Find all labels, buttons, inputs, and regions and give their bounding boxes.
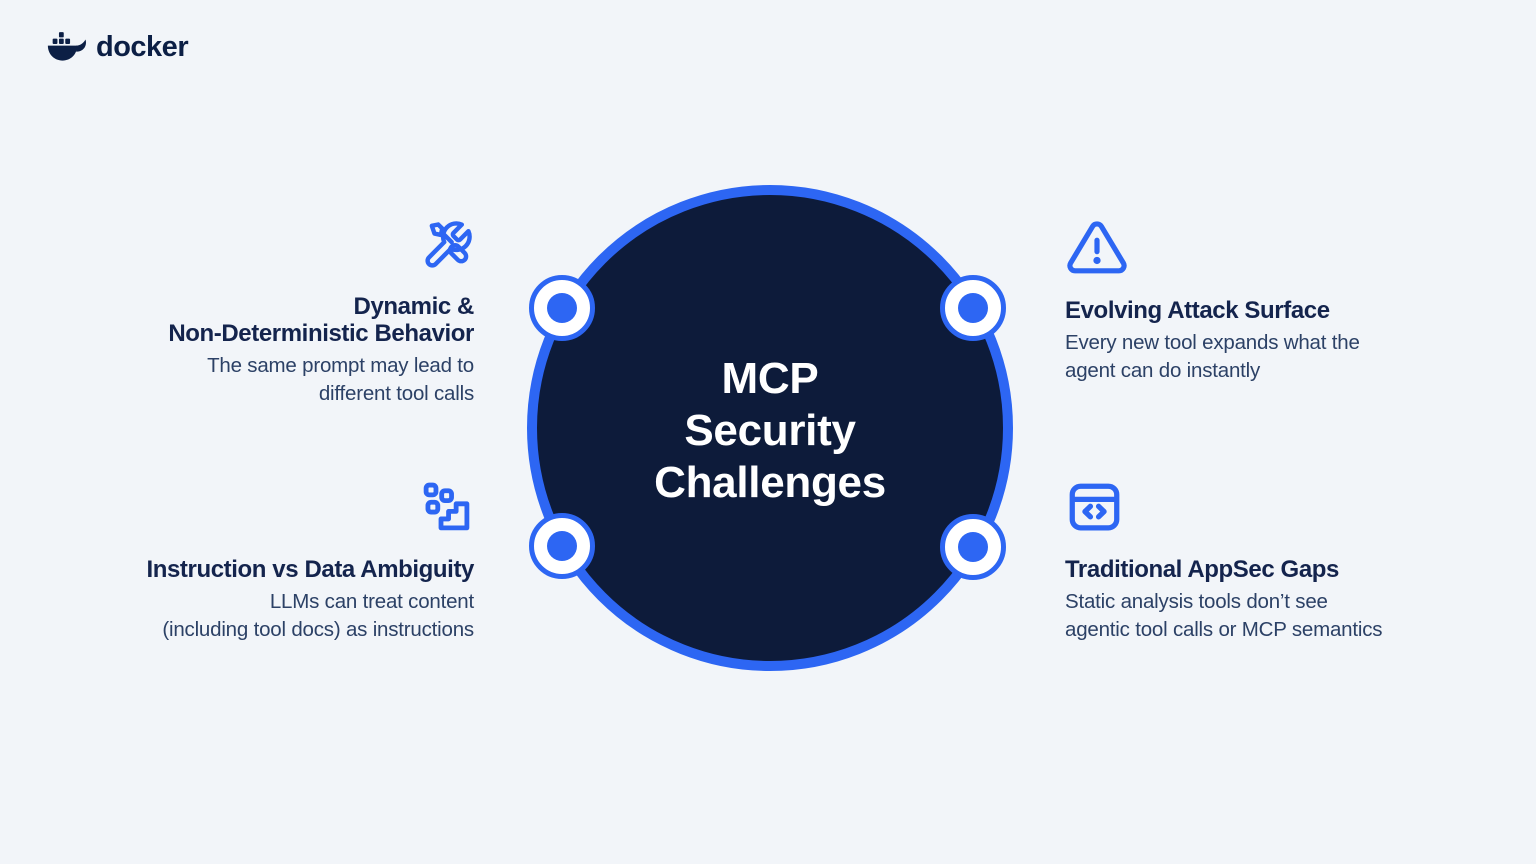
hub-title-line: MCP [721,354,819,403]
tools-icon [425,221,472,268]
docker-wordmark: docker [96,30,189,63]
card-description: Static analysis tools don’t see agentic … [1065,590,1383,641]
hub-title-line: Security [684,406,856,455]
node-dot [958,532,988,562]
hub-title-line: Challenges [654,458,886,507]
warning-triangle-icon [1067,221,1127,274]
connector-node-top-right [940,275,1006,341]
connector-node-bottom-right [940,514,1006,580]
hub-circle: MCP Security Challenges [527,185,1013,671]
hub-title: MCP Security Challenges [654,347,886,509]
node-dot [547,293,577,323]
connector-node-top-left [529,275,595,341]
card-title: Evolving Attack Surface [1065,297,1330,324]
node-dot [547,531,577,561]
challenge-card-instruction-data-ambiguity: Instruction vs Data Ambiguity LLMs can t… [96,480,474,644]
card-title: Instruction vs Data Ambiguity [146,556,474,583]
docker-logo: docker [45,28,189,66]
pixel-steps-icon [423,482,470,531]
card-title: Traditional AppSec Gaps [1065,556,1339,583]
card-title: Dynamic & Non-Deterministic Behavior [168,293,474,347]
challenge-card-evolving-attack-surface: Evolving Attack Surface Every new tool e… [1065,219,1455,385]
card-description: Every new tool expands what the agent ca… [1065,331,1360,382]
challenge-card-dynamic-behavior: Dynamic & Non-Deterministic Behavior The… [96,219,474,408]
browser-code-icon [1069,483,1120,531]
card-description: The same prompt may lead to different to… [207,354,474,405]
docker-whale-icon [47,32,86,61]
challenge-card-traditional-appsec-gaps: Traditional AppSec Gaps Static analysis … [1065,480,1455,644]
node-dot [958,293,988,323]
card-description: LLMs can treat content (including tool d… [162,590,474,641]
connector-node-bottom-left [529,513,595,579]
